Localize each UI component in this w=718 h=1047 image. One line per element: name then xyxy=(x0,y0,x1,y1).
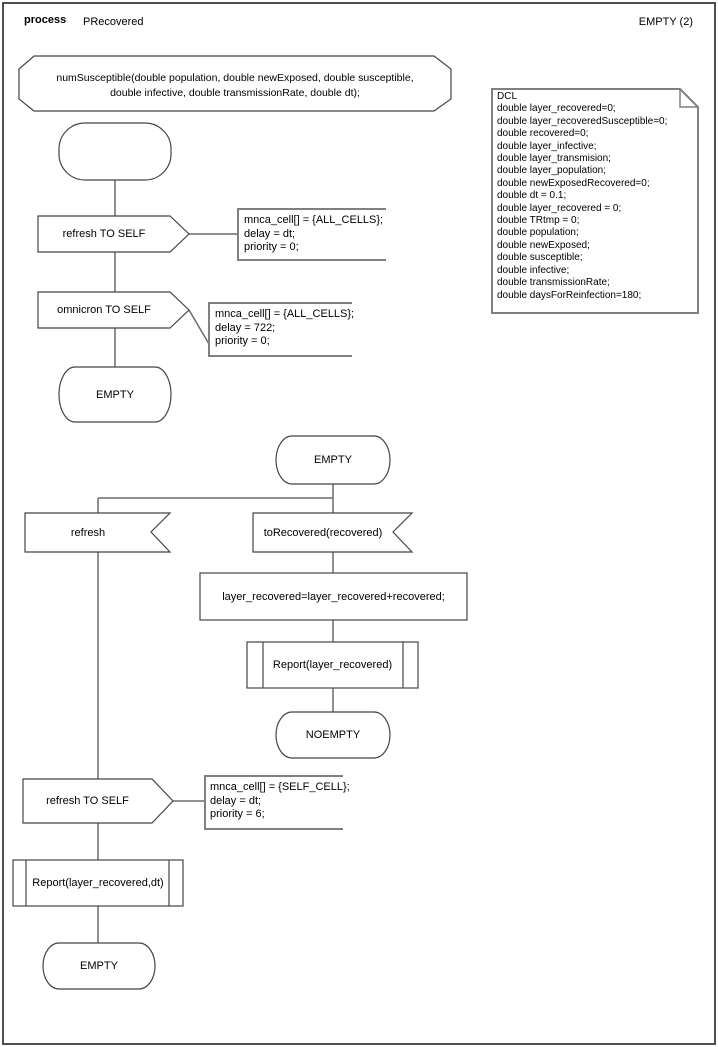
state-empty-3-shape[interactable] xyxy=(42,942,156,990)
task-layer-recovered-label: layer_recovered=layer_recovered+recovere… xyxy=(222,590,445,603)
comment-box-3[interactable] xyxy=(204,775,343,830)
output-omnicron-to-self-shape[interactable] xyxy=(37,291,190,329)
procedure-signature-symbol[interactable] xyxy=(18,55,452,112)
output-omnicron-to-self-label: omnicron TO SELF xyxy=(57,304,151,316)
comment-2-text: mnca_cell[] = {ALL_CELLS}; delay = 722; … xyxy=(215,308,355,347)
comment-box-2[interactable] xyxy=(208,302,352,357)
dcl-note-fold-corner-icon xyxy=(679,89,698,108)
input-refresh-shape[interactable] xyxy=(24,512,172,553)
connector-output2-to-comment2 xyxy=(188,309,210,345)
call-report-2-label: Report(layer_recovered,dt) xyxy=(32,877,164,889)
page-state-label: EMPTY (2) xyxy=(638,16,693,28)
input-torecovered-shape[interactable] xyxy=(252,512,414,553)
state-empty-1-shape[interactable] xyxy=(58,366,172,423)
call-report-1-shape[interactable] xyxy=(246,641,419,689)
comment-box-1[interactable] xyxy=(237,208,386,261)
dcl-note-shape[interactable] xyxy=(491,88,699,314)
task-layer-recovered-shape[interactable] xyxy=(199,572,468,621)
output-refresh-to-self-1-label: refresh TO SELF xyxy=(62,228,146,240)
state-noempty-label: NOEMPTY xyxy=(305,729,361,741)
output-refresh-to-self-2-shape[interactable] xyxy=(22,778,174,824)
process-kind-label: process xyxy=(24,14,67,26)
output-refresh-to-self-2-label: refresh TO SELF xyxy=(46,795,129,807)
comment-3-text: mnca_cell[] = {SELF_CELL}; delay = dt; p… xyxy=(210,781,350,820)
state-noempty-shape[interactable] xyxy=(275,711,391,759)
input-torecovered-label: toRecovered(recovered) xyxy=(263,526,383,539)
start-symbol[interactable] xyxy=(58,122,172,181)
state-empty-3-label: EMPTY xyxy=(80,960,118,972)
state-empty-2-label: EMPTY xyxy=(314,454,352,466)
procedure-signature-text: numSusceptible(double population, double… xyxy=(56,71,414,99)
call-report-1-label: Report(layer_recovered) xyxy=(272,659,393,671)
dcl-declarations-text: DCL double layer_recovered=0; double lay… xyxy=(497,91,668,301)
comment-1-text: mnca_cell[] = {ALL_CELLS}; delay = dt; p… xyxy=(244,214,384,253)
input-refresh-label: refresh xyxy=(70,526,106,539)
output-refresh-to-self-1-shape[interactable] xyxy=(37,215,190,253)
state-empty-2-shape[interactable] xyxy=(275,435,391,485)
call-report-2-shape[interactable] xyxy=(12,859,184,907)
connector-lines xyxy=(97,180,334,943)
process-name: PRecovered xyxy=(83,16,144,28)
state-empty-1-label: EMPTY xyxy=(96,388,134,401)
